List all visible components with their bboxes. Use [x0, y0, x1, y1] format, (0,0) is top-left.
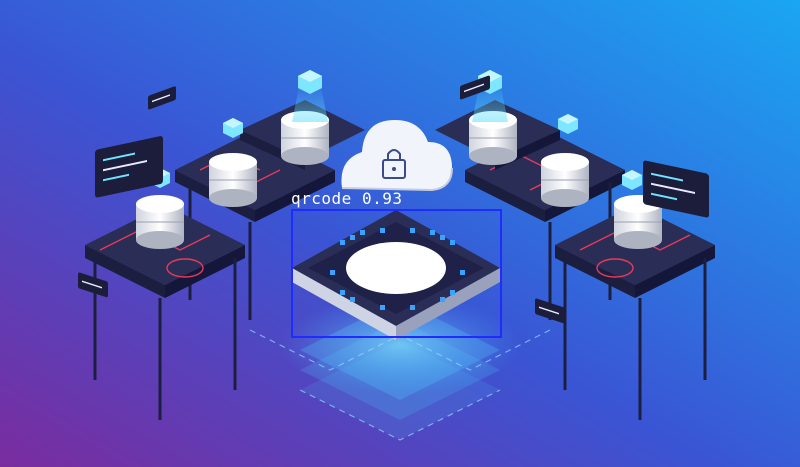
glow-layers: [280, 295, 520, 440]
processor-chip-icon: [292, 210, 500, 340]
cloud-icon: [341, 120, 453, 192]
dashed-connectors: [249, 329, 551, 441]
detection-bounding-box: [291, 209, 502, 338]
detection-score: 0.93: [361, 189, 403, 208]
database-icon: [136, 111, 662, 249]
detection-label: qrcode 0.93: [291, 190, 402, 208]
detection-class: qrcode: [291, 189, 352, 208]
code-panel-icon: [78, 75, 709, 324]
lock-icon: [382, 149, 406, 179]
